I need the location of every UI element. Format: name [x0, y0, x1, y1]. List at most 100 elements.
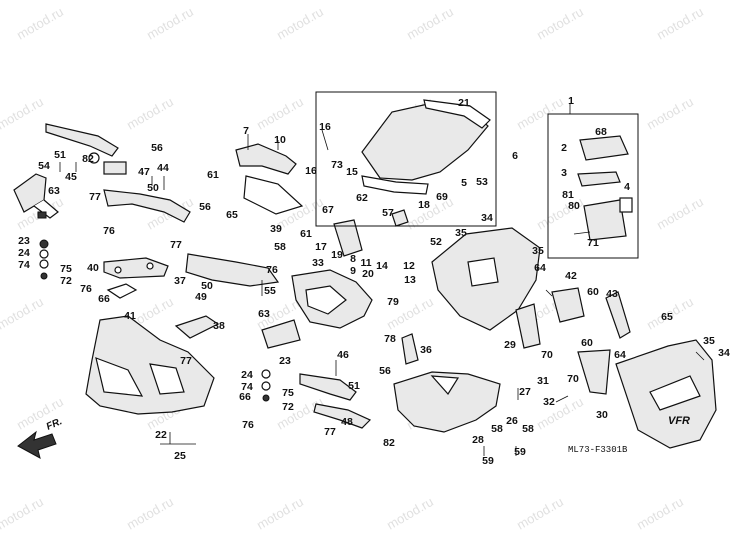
callout-60: 60	[581, 337, 593, 349]
callout-41: 41	[124, 310, 136, 322]
relay-box	[551, 287, 585, 323]
grommet-stack-center	[261, 369, 271, 402]
callout-52: 52	[430, 236, 442, 248]
callout-77: 77	[89, 191, 101, 203]
callout-77: 77	[180, 355, 192, 367]
callout-35: 35	[703, 335, 715, 347]
callout-10: 10	[274, 134, 286, 146]
callout-24: 24	[241, 369, 253, 381]
callout-34: 34	[718, 347, 730, 359]
watermark-text: motod.ru	[124, 94, 176, 133]
callout-76: 76	[80, 283, 92, 295]
mirror-assembly	[13, 173, 59, 219]
callout-61: 61	[300, 228, 312, 240]
callout-24: 24	[18, 247, 30, 259]
callout-56: 56	[151, 142, 163, 154]
callout-56: 56	[379, 365, 391, 377]
watermark-text: motod.ru	[634, 494, 686, 533]
watermark-text: motod.ru	[124, 494, 176, 533]
callout-12: 12	[403, 260, 415, 272]
watermark-text: motod.ru	[254, 494, 306, 533]
callout-27: 27	[519, 386, 531, 398]
callout-58: 58	[274, 241, 286, 253]
side-cowl-right: VFR	[615, 339, 717, 449]
leader-lines	[59, 104, 705, 456]
callout-73: 73	[331, 159, 343, 171]
callout-47: 47	[138, 166, 150, 178]
callout-16: 16	[305, 165, 317, 177]
callout-37: 37	[174, 275, 186, 287]
callout-72: 72	[60, 275, 72, 287]
callout-21: 21	[458, 97, 470, 109]
callout-77: 77	[170, 239, 182, 251]
callout-25: 25	[174, 450, 186, 462]
callout-labels: 1 2 3 4 5 6 7 8 9 10 11 12 13 14 15 16 1…	[18, 95, 730, 467]
upper-stay-bracket	[45, 123, 127, 175]
callout-63: 63	[258, 308, 270, 320]
callout-82: 82	[82, 153, 94, 165]
front-direction-label: FR.	[45, 416, 64, 433]
callout-62: 62	[356, 192, 368, 204]
callout-77: 77	[324, 426, 336, 438]
callout-61: 61	[207, 169, 219, 181]
watermark-text: motod.ru	[0, 494, 46, 533]
callout-3: 3	[561, 167, 567, 179]
callout-76: 76	[266, 264, 278, 276]
watermark-text: motod.ru	[514, 494, 566, 533]
watermark-text: motod.ru	[274, 4, 326, 43]
watermark-text: motod.ru	[654, 194, 706, 233]
callout-31: 31	[537, 375, 549, 387]
callout-22: 22	[155, 429, 167, 441]
trim-strip-46	[299, 373, 372, 429]
watermark-text: motod.ru	[384, 494, 436, 533]
callout-59: 59	[514, 446, 526, 458]
callout-19: 19	[331, 249, 343, 261]
callout-55: 55	[264, 285, 276, 297]
callout-69: 69	[436, 191, 448, 203]
callout-66: 66	[98, 293, 110, 305]
watermark-text: motod.ru	[0, 94, 46, 133]
cowl-logo-mark: VFR	[668, 415, 690, 427]
callout-6: 6	[512, 150, 518, 162]
watermark-text: motod.ru	[654, 4, 706, 43]
callout-76: 76	[103, 225, 115, 237]
callout-35: 35	[532, 245, 544, 257]
callout-53: 53	[476, 176, 488, 188]
inner-upper-cover	[431, 227, 541, 331]
callout-28: 28	[472, 434, 484, 446]
air-duct-panel	[185, 253, 280, 287]
watermark-text: motod.ru	[144, 4, 196, 43]
callout-30: 30	[596, 409, 608, 421]
callout-43: 43	[606, 288, 618, 300]
callout-40: 40	[87, 262, 99, 274]
front-cowl-left	[85, 315, 215, 415]
callout-13: 13	[404, 274, 416, 286]
callout-74: 74	[18, 259, 30, 271]
callout-51: 51	[348, 380, 360, 392]
callout-76: 76	[242, 419, 254, 431]
callout-32: 32	[543, 396, 555, 408]
callout-59: 59	[482, 455, 494, 467]
watermark-text: motod.ru	[254, 94, 306, 133]
callout-34: 34	[481, 212, 493, 224]
callout-36: 36	[420, 344, 432, 356]
panel-30	[577, 349, 611, 395]
callout-15: 15	[346, 166, 358, 178]
callout-63: 63	[48, 185, 60, 197]
diagram-code: ML73-F3301B	[568, 445, 628, 455]
callout-35: 35	[455, 227, 467, 239]
bracket-36	[401, 333, 419, 365]
callout-46: 46	[337, 349, 349, 361]
callout-64: 64	[614, 349, 626, 361]
callout-68: 68	[595, 126, 607, 138]
callout-42: 42	[565, 270, 577, 282]
watermark-text: motod.ru	[14, 4, 66, 43]
callout-50: 50	[147, 182, 159, 194]
callout-29: 29	[504, 339, 516, 351]
box-component-group	[547, 113, 639, 259]
callout-71: 71	[587, 237, 599, 249]
callout-79: 79	[387, 296, 399, 308]
callout-65: 65	[661, 311, 673, 323]
callout-70: 70	[541, 349, 553, 361]
lower-cowl-center	[393, 371, 501, 433]
